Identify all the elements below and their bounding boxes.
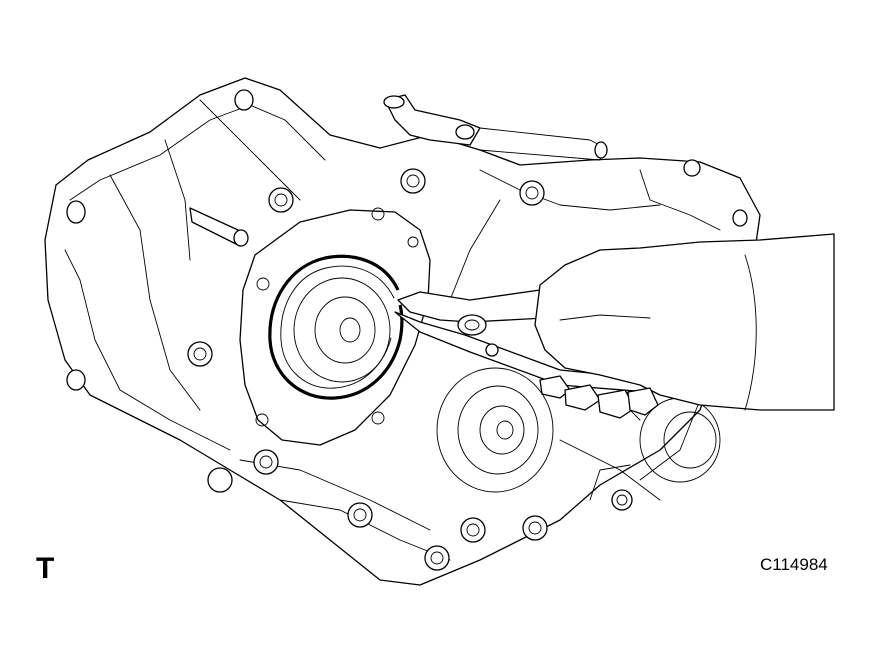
bolt — [424, 545, 450, 571]
hand — [534, 233, 835, 419]
figure-code: C114984 — [760, 555, 828, 574]
bolt — [519, 180, 545, 206]
bolt — [400, 168, 426, 194]
snap-ring — [268, 254, 404, 400]
bolt — [460, 517, 486, 543]
bolts — [187, 168, 633, 571]
bolt — [187, 341, 213, 367]
shift-lever — [383, 94, 608, 161]
bolt — [253, 449, 279, 475]
bolt — [347, 502, 373, 528]
bolt — [268, 187, 294, 213]
bearing-face — [293, 277, 391, 383]
lower-bearing — [436, 367, 554, 493]
bolt — [611, 489, 633, 511]
corner-mark: T — [36, 552, 55, 585]
mounting-holes — [66, 89, 748, 493]
bolt — [522, 515, 548, 541]
left-lever — [189, 207, 249, 247]
